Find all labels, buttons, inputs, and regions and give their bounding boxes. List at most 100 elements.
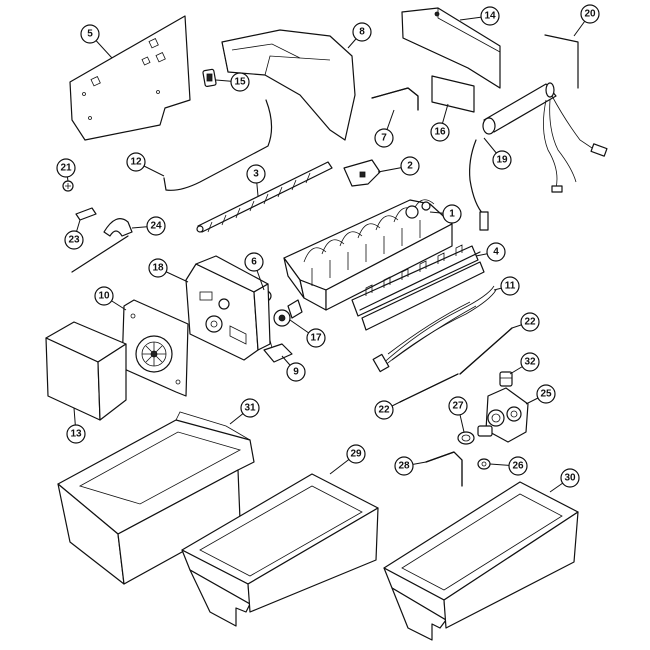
callout-bubble [230, 72, 250, 92]
callout-number: 4 [493, 247, 499, 258]
callout-1: 1 [429, 204, 462, 224]
callout-number: 13 [70, 429, 82, 440]
part-18-control-module [185, 255, 271, 361]
part-13-cover [45, 321, 127, 421]
part-32-fitting [499, 371, 513, 387]
callout-number: 19 [496, 155, 508, 166]
part-16-label [431, 75, 475, 113]
callout-number: 2 [407, 161, 413, 172]
callout-bubble [126, 152, 146, 172]
part-5-mounting-plate [69, 15, 191, 141]
callout-12: 12 [126, 152, 165, 177]
part-22-tube-upper [459, 327, 513, 375]
callout-5: 5 [80, 24, 113, 59]
part-17-gear [273, 299, 303, 327]
callout-number: 11 [505, 281, 516, 292]
callout-number: 30 [564, 473, 576, 484]
callout-bubble [560, 468, 580, 488]
callout-19: 19 [483, 137, 512, 170]
callout-bubble [486, 242, 506, 262]
callout-bubble [448, 396, 468, 416]
callout-bubble [580, 4, 600, 24]
callout-bubble [346, 444, 366, 464]
callout-number: 24 [150, 221, 162, 232]
callout-number: 25 [540, 389, 552, 400]
callout-number: 22 [378, 405, 390, 416]
callout-number: 9 [293, 367, 299, 378]
part-3-ejector-blade [196, 161, 333, 233]
part-31-ice-bin [57, 411, 255, 585]
callout-7: 7 [374, 109, 395, 148]
callout-23: 23 [64, 219, 84, 250]
callout-22: 22 [511, 312, 540, 332]
callout-bubble [56, 158, 76, 178]
callout-bubble [80, 24, 100, 44]
callout-bubble [480, 6, 500, 26]
part-11-heater [359, 251, 497, 373]
callout-number: 12 [130, 157, 142, 168]
callout-number: 16 [434, 127, 446, 138]
callout-24: 24 [131, 216, 166, 236]
callout-2: 2 [377, 156, 420, 176]
callout-number: 23 [68, 235, 80, 246]
callout-21: 21 [56, 158, 76, 182]
part-24-bail-arm [103, 218, 133, 237]
part-19-fill-tube-heater [469, 82, 608, 231]
callout-bubble [500, 276, 520, 296]
callout-32: 32 [509, 352, 540, 375]
callout-15: 15 [215, 72, 250, 92]
callout-27: 27 [448, 396, 468, 433]
callout-3: 3 [246, 164, 266, 197]
callout-number: 15 [234, 77, 246, 88]
callout-bubble [442, 204, 462, 224]
callout-18: 18 [148, 258, 189, 283]
callout-number: 21 [60, 163, 72, 174]
callout-16: 16 [430, 103, 450, 142]
part-8-fill-shroud [221, 29, 356, 141]
callout-bubble [94, 286, 114, 306]
callout-bubble [66, 424, 86, 444]
part-1-ice-mold [283, 199, 453, 311]
callout-bubble [374, 400, 394, 420]
callout-number: 14 [484, 11, 496, 22]
callout-layer: 1234567891011121314151617181920212222232… [56, 4, 600, 493]
callout-bubble [394, 456, 414, 476]
callout-number: 5 [87, 29, 93, 40]
callout-number: 10 [98, 291, 110, 302]
part-7-elbow-tube [371, 87, 419, 111]
part-10-motor-plate [121, 299, 189, 397]
callout-6: 6 [244, 252, 265, 291]
callout-bubble [520, 312, 540, 332]
callout-number: 6 [251, 257, 257, 268]
part-20-key [544, 34, 579, 89]
callout-26: 26 [489, 456, 528, 476]
callout-number: 8 [359, 27, 365, 38]
callout-bubble [286, 362, 306, 382]
callout-bubble [246, 164, 266, 184]
callout-bubble [244, 252, 264, 272]
part-23-arm [71, 207, 129, 273]
callout-17: 17 [289, 319, 326, 348]
callout-31: 31 [229, 398, 260, 425]
callout-bubble [374, 128, 394, 148]
callout-bubble [64, 230, 84, 250]
callout-25: 25 [525, 384, 556, 405]
callout-number: 26 [512, 461, 524, 472]
callout-number: 1 [449, 209, 455, 220]
callout-28: 28 [394, 456, 427, 476]
part-27-fitting [457, 431, 475, 445]
part-2-clip [343, 159, 381, 187]
callout-4: 4 [475, 242, 506, 262]
callout-29: 29 [329, 444, 366, 475]
callout-bubble [508, 456, 528, 476]
callout-bubble [492, 150, 512, 170]
callout-number: 18 [152, 263, 164, 274]
part-30-ice-bin [383, 481, 579, 641]
callout-number: 3 [253, 169, 259, 180]
callout-10: 10 [94, 286, 127, 311]
callout-number: 31 [244, 403, 256, 414]
callout-bubble [146, 216, 166, 236]
part-28-tube [425, 451, 463, 487]
part-14-bracket [401, 7, 501, 89]
